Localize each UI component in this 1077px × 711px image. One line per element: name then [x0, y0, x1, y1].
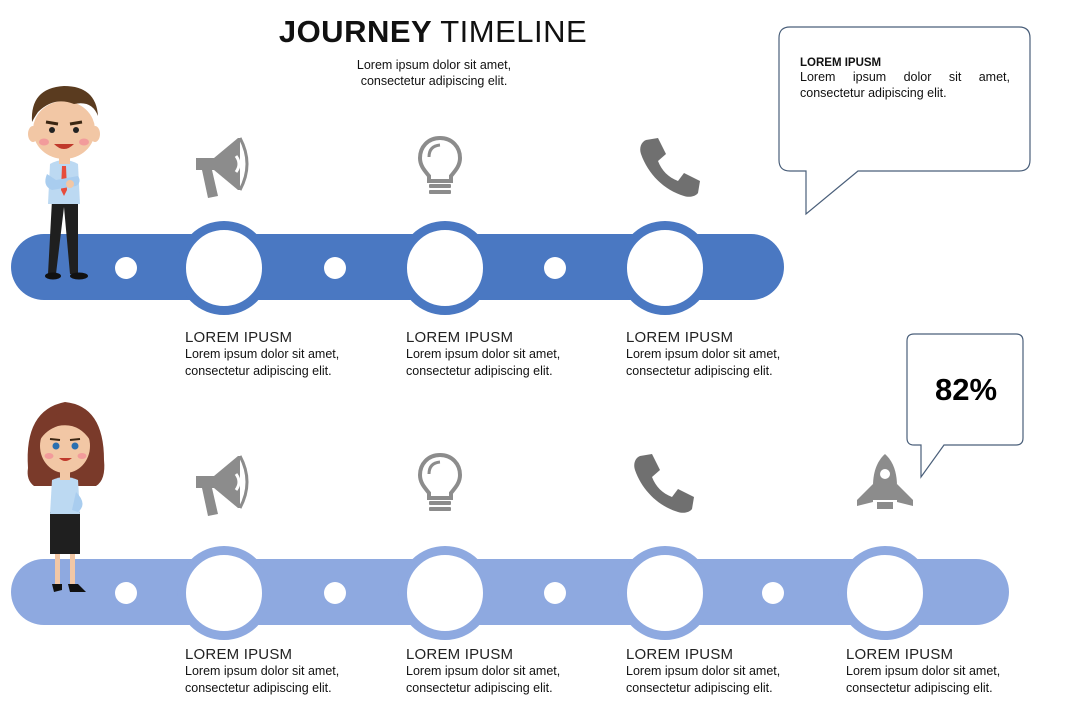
timeline-1-step: LOREM IPUSM Lorem ipsum dolor sit amet, … — [185, 329, 375, 380]
step-title: LOREM IPUSM — [406, 646, 514, 663]
rocket-icon — [854, 452, 916, 514]
title-light: TIMELINE — [440, 14, 588, 49]
timeline-1-dot — [115, 257, 137, 279]
callout-top-text: Lorem ipsum dolor sit amet, consectetur … — [800, 70, 1010, 100]
step-desc-line-2: consectetur adipiscing elit. — [185, 681, 332, 695]
phone-icon — [638, 134, 702, 198]
timeline-2-dot — [115, 582, 137, 604]
step-title: LOREM IPUSM — [626, 329, 734, 346]
step-title: LOREM IPUSM — [185, 329, 293, 346]
callout-top-content: LOREM IPUSM Lorem ipsum dolor sit amet, … — [800, 57, 1010, 101]
lightbulb-icon — [416, 452, 464, 516]
timeline-2-dot — [544, 582, 566, 604]
step-desc-line-1: Lorem ipsum dolor sit amet, — [626, 664, 781, 678]
step-desc-line-2: consectetur adipiscing elit. — [626, 681, 773, 695]
timeline-1-step: LOREM IPUSM Lorem ipsum dolor sit amet, … — [406, 329, 596, 380]
timeline-1-dot — [324, 257, 346, 279]
step-desc-line-2: consectetur adipiscing elit. — [406, 681, 553, 695]
step-title: LOREM IPUSM — [846, 646, 954, 663]
timeline-2-ring — [177, 546, 271, 640]
timeline-2-step: LOREM IPUSM Lorem ipsum dolor sit amet, … — [626, 646, 816, 697]
megaphone-icon — [192, 448, 256, 520]
percent-value: 82% — [934, 372, 998, 407]
timeline-1-step: LOREM IPUSM Lorem ipsum dolor sit amet, … — [626, 329, 816, 380]
businessman-illustration — [28, 86, 100, 280]
timeline-2-step: LOREM IPUSM Lorem ipsum dolor sit amet, … — [846, 646, 1036, 697]
timeline-1-ring — [177, 221, 271, 315]
step-desc-line-2: consectetur adipiscing elit. — [626, 364, 773, 378]
timeline-2-ring — [838, 546, 932, 640]
step-desc-line-2: consectetur adipiscing elit. — [846, 681, 993, 695]
phone-icon — [632, 450, 696, 514]
step-desc-line-1: Lorem ipsum dolor sit amet, — [406, 347, 561, 361]
step-desc-line-1: Lorem ipsum dolor sit amet, — [185, 347, 340, 361]
timeline-1-dot — [544, 257, 566, 279]
lightbulb-icon — [416, 135, 464, 199]
subtitle-line-1: Lorem ipsum dolor sit amet, — [356, 58, 512, 72]
megaphone-icon — [192, 130, 256, 202]
callout-top-title: LOREM IPUSM — [800, 57, 882, 69]
timeline-2-dot — [762, 582, 784, 604]
step-desc-line-2: consectetur adipiscing elit. — [406, 364, 553, 378]
timeline-2-dot — [324, 582, 346, 604]
title-bold: JOURNEY — [278, 14, 433, 49]
step-desc-line-1: Lorem ipsum dolor sit amet, — [185, 664, 340, 678]
step-title: LOREM IPUSM — [406, 329, 514, 346]
step-title: LOREM IPUSM — [626, 646, 734, 663]
step-desc-line-1: Lorem ipsum dolor sit amet, — [626, 347, 781, 361]
timeline-1-ring — [618, 221, 712, 315]
timeline-2-ring — [398, 546, 492, 640]
page-subtitle: Lorem ipsum dolor sit amet, consectetur … — [284, 57, 584, 89]
timeline-2-step: LOREM IPUSM Lorem ipsum dolor sit amet, … — [185, 646, 375, 697]
timeline-2-ring — [618, 546, 712, 640]
step-desc-line-2: consectetur adipiscing elit. — [185, 364, 332, 378]
step-desc-line-1: Lorem ipsum dolor sit amet, — [406, 664, 561, 678]
step-desc-line-1: Lorem ipsum dolor sit amet, — [846, 664, 1001, 678]
timeline-2-step: LOREM IPUSM Lorem ipsum dolor sit amet, … — [406, 646, 596, 697]
speech-bubble-top — [778, 26, 1031, 216]
step-title: LOREM IPUSM — [185, 646, 293, 663]
timeline-1-ring — [398, 221, 492, 315]
subtitle-line-2: consectetur adipiscing elit. — [360, 74, 508, 88]
businesswoman-illustration — [27, 402, 105, 592]
speech-bubble-percent — [906, 333, 1024, 479]
